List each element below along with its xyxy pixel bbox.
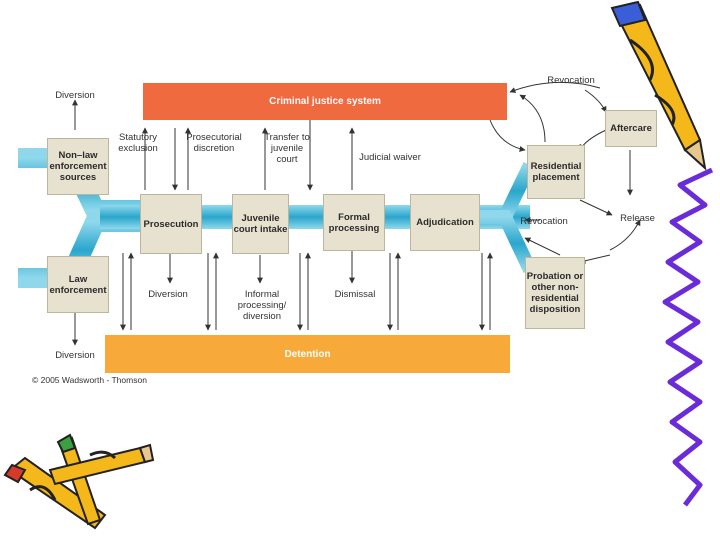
- pencils-clipart-icon: [3, 433, 155, 530]
- criminal-justice-system-bar: Criminal justice system: [143, 83, 507, 120]
- label-judicial-waiver: Judicial waiver: [359, 152, 421, 163]
- label-dismissal: Dismissal: [334, 289, 376, 300]
- detention-bar: Detention: [105, 335, 510, 373]
- box-formal-processing: Formal processing: [323, 194, 385, 251]
- label-diversion-bottom: Diversion: [55, 350, 95, 361]
- label-diversion-top: Diversion: [55, 90, 95, 101]
- squiggle-decoration-icon: [662, 167, 714, 507]
- box-non-law-enforcement: Non–law enforcement sources: [47, 138, 109, 195]
- label-statutory-exclusion: Statutory exclusion: [118, 132, 158, 154]
- box-prosecution: Prosecution: [140, 194, 202, 254]
- box-juvenile-court-intake: Juvenile court intake: [232, 194, 289, 254]
- pencil-clipart-icon: [610, 0, 707, 171]
- copyright: © 2005 Wadsworth - Thomson: [32, 375, 147, 385]
- box-residential-placement: Residential placement: [527, 145, 585, 199]
- box-aftercare: Aftercare: [605, 110, 657, 147]
- label-transfer: Transfer to juvenile court: [264, 132, 310, 165]
- box-adjudication: Adjudication: [410, 194, 480, 251]
- flow-arrows: [72, 81, 641, 346]
- label-prosecutorial-discretion: Prosecutorial discretion: [186, 132, 242, 154]
- label-diversion-mid: Diversion: [148, 289, 188, 300]
- label-revocation-top: Revocation: [547, 75, 595, 86]
- label-release: Release: [620, 213, 655, 224]
- box-probation: Probation or other non-residential dispo…: [525, 257, 585, 329]
- label-revocation-mid: Revocation: [520, 216, 568, 227]
- label-informal-processing: Informal processing/ diversion: [237, 289, 287, 322]
- box-law-enforcement: Law enforcement: [47, 256, 109, 313]
